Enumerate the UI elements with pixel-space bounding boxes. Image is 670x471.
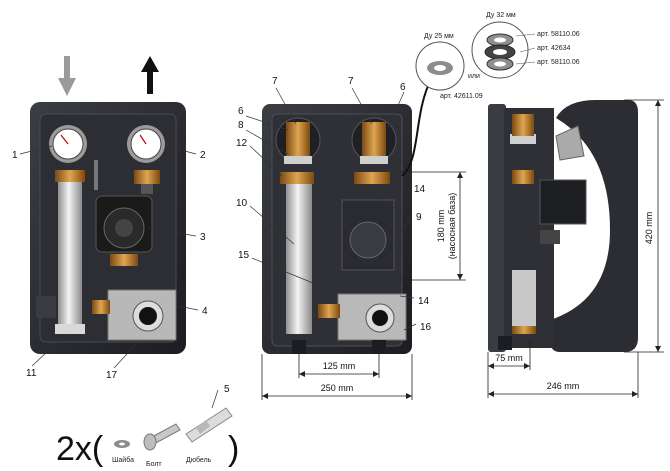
kit-multiplier: 2x( <box>56 430 104 468</box>
dim-180-label: 180 mm <box>436 210 446 243</box>
callout-9: 9 <box>416 212 422 223</box>
callout-4: 4 <box>202 306 208 317</box>
middle-leaders <box>245 87 417 331</box>
gasket-or-label: или <box>468 73 480 80</box>
dim-125-line <box>298 340 380 378</box>
up-arrow-icon <box>141 56 159 94</box>
dim-75-label: 75 mm <box>495 353 523 363</box>
kit-close: ) <box>228 430 239 468</box>
dim-420-line <box>624 99 664 353</box>
kit-bolt-label: Болт <box>146 461 162 468</box>
mixing-valve <box>36 289 177 341</box>
bolt-icon <box>143 423 181 451</box>
callout-5-leader <box>211 389 219 409</box>
gasket-art-32b: арт. 42634 <box>537 45 571 52</box>
callout-2: 2 <box>200 150 206 161</box>
callout-1: 1 <box>12 150 18 161</box>
dim-125-label: 125 mm <box>323 361 356 371</box>
callout-6a: 6 <box>238 106 244 117</box>
callout-8: 8 <box>238 120 244 131</box>
callout-17: 17 <box>106 370 118 381</box>
gasket-art-32a: арт. 58110.06 <box>537 31 580 38</box>
dim-246-label: 246 mm <box>547 381 580 391</box>
down-arrow-icon <box>58 56 76 96</box>
dim-250-label: 250 mm <box>321 383 354 393</box>
callout-3: 3 <box>200 232 206 243</box>
circulation-pump <box>95 195 153 266</box>
callout-5: 5 <box>224 384 230 395</box>
thermometer-left <box>49 125 87 163</box>
callout-6b: 6 <box>400 82 406 93</box>
callout-16: 16 <box>420 322 432 333</box>
dim-250-line <box>261 354 413 400</box>
callout-15: 15 <box>238 250 250 261</box>
gasket-art-25: арт. 42611.09 <box>440 93 483 100</box>
thermometer-right <box>127 125 165 163</box>
gasket-options <box>415 21 529 91</box>
callout-10: 10 <box>236 198 248 209</box>
kit-dowel-label: Дюбель <box>186 456 212 464</box>
callout-7a: 7 <box>272 76 278 87</box>
gasket-leaders <box>515 33 536 65</box>
front-leaders <box>19 145 199 369</box>
side-view-unit <box>488 100 638 352</box>
callout-11: 11 <box>26 368 37 379</box>
callout-7b: 7 <box>348 76 354 87</box>
dim-180-note: (насосная база) <box>447 193 457 259</box>
gasket-dn32-label: Ду 32 мм <box>486 12 516 19</box>
dimensioned-view-unit <box>262 85 429 354</box>
dowel-icon <box>185 407 233 443</box>
callout-14b: 14 <box>418 296 430 307</box>
dim-246-line <box>487 352 639 398</box>
dim-420-label: 420 mm <box>644 212 654 245</box>
gasket-dn25-label: Ду 25 мм <box>424 33 454 40</box>
kit-washer-label: Шайба <box>112 456 134 464</box>
washer-icon <box>114 440 130 448</box>
front-view-unit <box>30 56 186 354</box>
dim-75-line <box>487 340 531 370</box>
callout-14a: 14 <box>414 184 426 195</box>
dim-180-line <box>396 171 466 281</box>
callout-12: 12 <box>236 138 248 149</box>
gasket-art-32c: арт. 58110.06 <box>537 59 580 66</box>
